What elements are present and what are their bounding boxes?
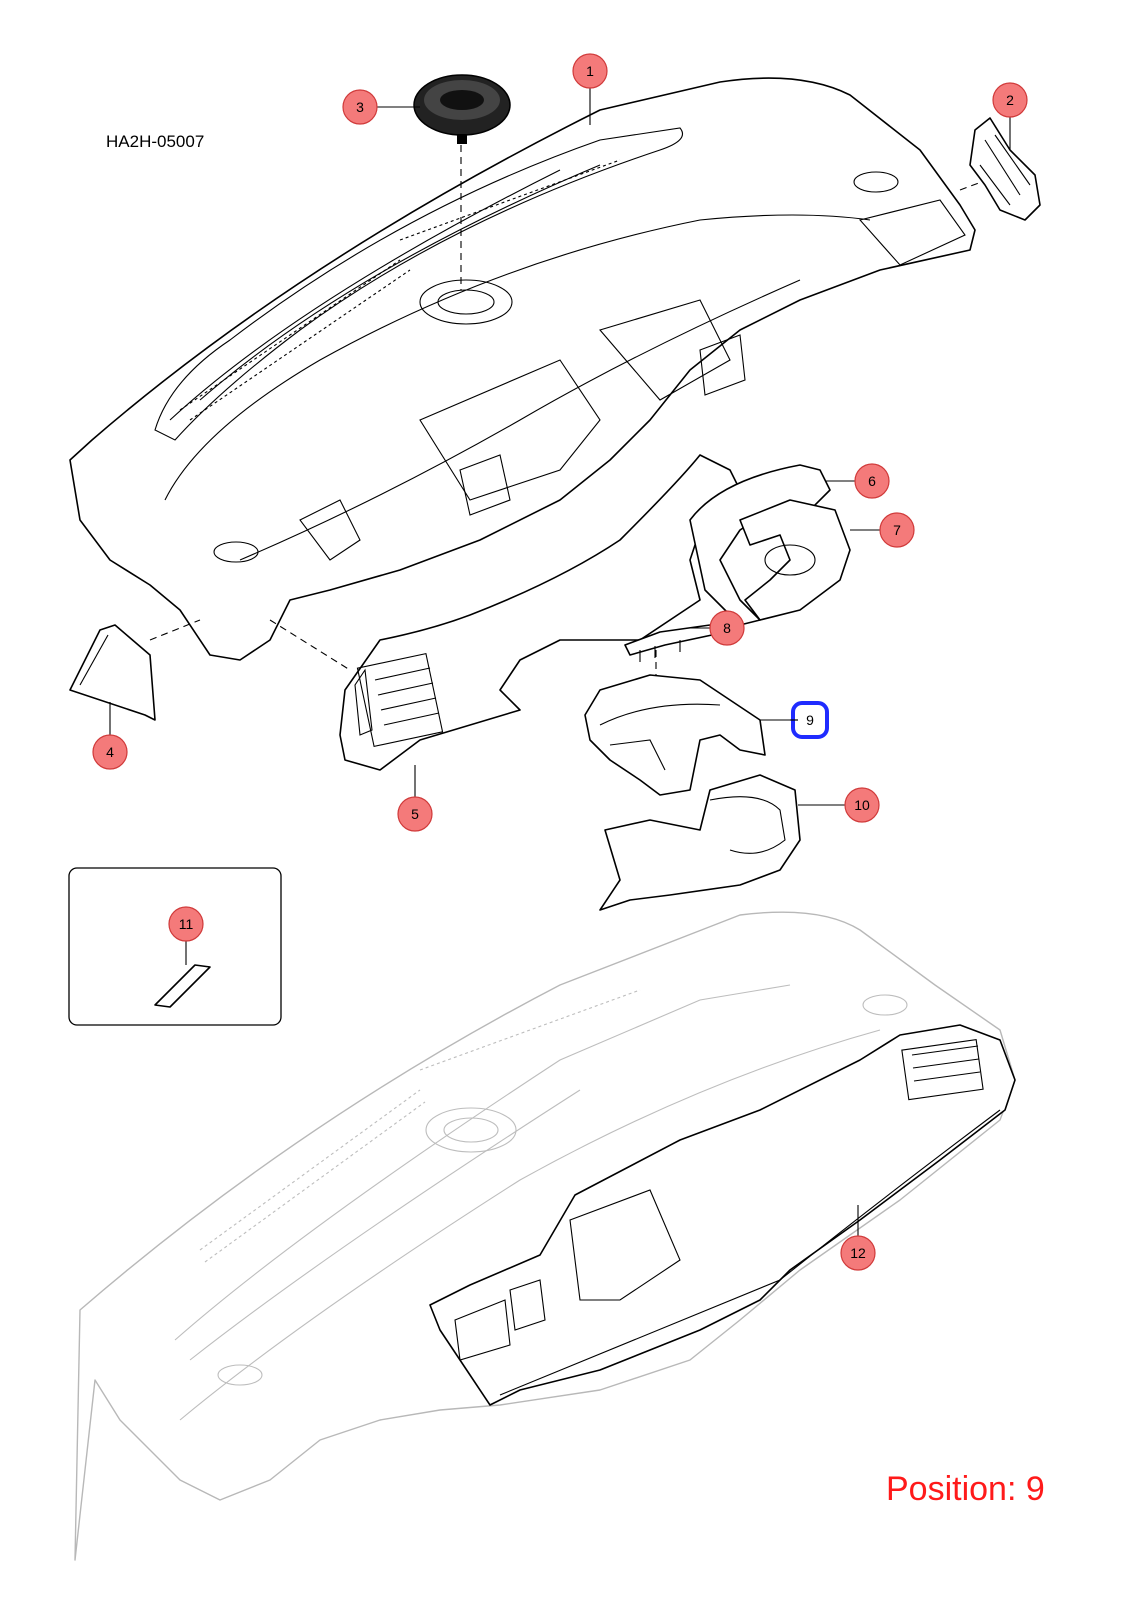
callout-3[interactable]: 3 <box>342 89 378 125</box>
side-bracket-part-2 <box>969 117 1041 221</box>
callout-8[interactable]: 8 <box>709 610 745 646</box>
lower-panel-part-12 <box>429 1024 1016 1406</box>
leader-line-5 <box>269 619 351 671</box>
dashboard-defrost-grille <box>179 159 621 421</box>
callout-2[interactable]: 2 <box>992 82 1028 118</box>
position-indicator: Position: 9 <box>886 1470 1045 1508</box>
callout-11[interactable]: 11 <box>168 906 204 942</box>
callout-label-12: 12 <box>850 1245 866 1261</box>
callout-label-7: 7 <box>893 522 901 538</box>
callout-5[interactable]: 5 <box>397 796 433 832</box>
side-cover-part-4 <box>69 624 156 721</box>
callout-label-10: 10 <box>854 797 870 813</box>
callout-label-8: 8 <box>723 620 731 636</box>
callout-label-4: 4 <box>106 744 114 760</box>
callout-1[interactable]: 1 <box>572 53 608 89</box>
dashboard-panel-part-1 <box>69 77 976 661</box>
callout-label-9: 9 <box>806 712 814 728</box>
callout-7[interactable]: 7 <box>879 512 915 548</box>
callout-leaders <box>109 88 1011 1236</box>
callout-4[interactable]: 4 <box>92 734 128 770</box>
callout-label-1: 1 <box>586 63 594 79</box>
center-fascia-part-5 <box>339 454 741 771</box>
dashboard-assembly-ghost <box>74 911 1016 1561</box>
callout-label-11: 11 <box>179 916 194 932</box>
leader-line-4 <box>149 619 201 641</box>
callout-6[interactable]: 6 <box>854 463 890 499</box>
inset-box <box>68 867 282 1026</box>
diagram-code-label: HA2H-05007 <box>106 132 205 151</box>
callout-12[interactable]: 12 <box>840 1235 876 1271</box>
callout-label-2: 2 <box>1006 92 1014 108</box>
callout-9-selected[interactable]: 9 <box>790 701 829 739</box>
callout-10[interactable]: 10 <box>844 787 880 823</box>
speaker-grille-part-3 <box>413 74 511 144</box>
column-shroud-part-9 <box>584 674 766 796</box>
callout-label-5: 5 <box>411 806 419 822</box>
trim-cover-part-7 <box>739 499 851 621</box>
callout-label-3: 3 <box>356 99 364 115</box>
lower-shroud-part-10 <box>599 774 801 911</box>
callout-label-6: 6 <box>868 473 876 489</box>
